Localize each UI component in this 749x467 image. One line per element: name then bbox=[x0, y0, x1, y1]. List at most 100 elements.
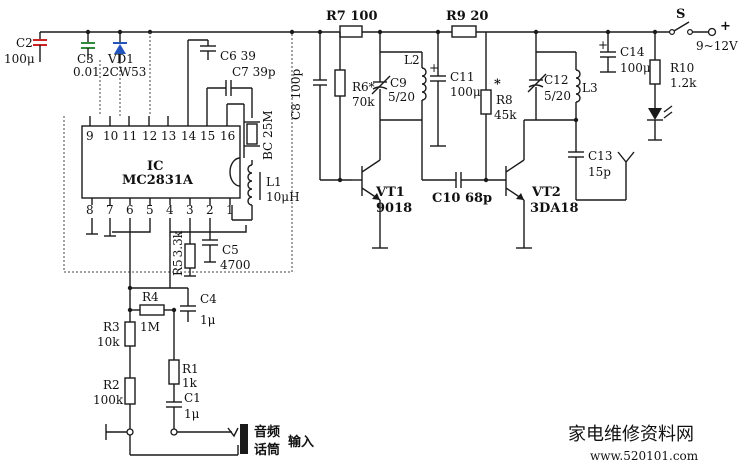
transistor-vt1: VT1 9018 bbox=[352, 120, 412, 249]
c10-label: C10 68p bbox=[432, 191, 492, 206]
svg-text:7: 7 bbox=[106, 203, 114, 217]
c9-value: 5/20 bbox=[388, 90, 415, 104]
r10-ref: R10 bbox=[670, 61, 694, 75]
vd1-value: 2CW53 bbox=[102, 65, 146, 79]
capacitor-c8: C8 100p bbox=[289, 68, 327, 120]
inductor-l3: L3 bbox=[575, 52, 598, 120]
capacitor-c5: C5 4700 bbox=[202, 218, 251, 272]
r4-value: 1M bbox=[140, 320, 160, 334]
svg-text:5: 5 bbox=[146, 203, 154, 217]
r10-value: 1.2k bbox=[670, 76, 697, 90]
r5-label: R53.3k bbox=[171, 230, 185, 276]
capacitor-c6: C6 39 bbox=[188, 39, 256, 63]
supply-voltage: 9~12V bbox=[696, 39, 738, 53]
capacitor-c2: C2 100μ bbox=[4, 32, 47, 66]
input-label: 输入 bbox=[288, 434, 314, 450]
c14-value: 100μ bbox=[620, 61, 651, 75]
svg-text:8: 8 bbox=[86, 203, 94, 217]
crystal-bc: BC 25M bbox=[226, 103, 275, 160]
vt2-value: 3DA18 bbox=[530, 201, 579, 216]
c12-ref: C12 bbox=[544, 73, 568, 87]
input-audio-label: 音频 bbox=[254, 424, 280, 440]
l2-ref: L2 bbox=[404, 53, 420, 67]
inductor-l2: L2 bbox=[404, 52, 427, 120]
input-mic-label: 话筒 bbox=[254, 442, 280, 458]
inductor-l1: L1 10μH bbox=[231, 160, 300, 221]
trimmer-c12: C12 5/20 bbox=[527, 52, 571, 120]
svg-text:16: 16 bbox=[220, 129, 235, 143]
trimmer-c9: C9 5/20 bbox=[371, 52, 415, 120]
ic-mc2831a: 9 10 11 12 13 14 15 16 IC MC2831A 8 7 6 … bbox=[81, 40, 241, 217]
supply-sign: + bbox=[720, 19, 731, 34]
svg-text:14: 14 bbox=[181, 129, 197, 143]
ic-name: IC bbox=[147, 159, 163, 174]
c7-label: C7 39p bbox=[232, 65, 276, 79]
c9-ref: C9 bbox=[390, 76, 407, 90]
svg-text:+: + bbox=[429, 61, 439, 75]
c2-value: 100μ bbox=[4, 52, 35, 66]
antenna bbox=[617, 151, 635, 200]
resistor-r10: R10 1.2k bbox=[649, 32, 697, 108]
c11-ref: C11 bbox=[450, 70, 474, 84]
vt1-ref: VT1 bbox=[375, 185, 405, 200]
svg-text:+: + bbox=[598, 38, 608, 52]
r3-ref: R3 bbox=[103, 320, 120, 334]
capacitor-c4: C4 1μ bbox=[180, 288, 217, 327]
svg-text:2: 2 bbox=[206, 203, 214, 217]
capacitor-c14: + C14 100μ bbox=[598, 32, 651, 75]
svg-text:11: 11 bbox=[122, 129, 137, 143]
svg-text:15: 15 bbox=[200, 129, 215, 143]
c13-ref: C13 bbox=[588, 149, 612, 163]
watermark-url: www.520101.com bbox=[590, 449, 699, 463]
input-jack: 音频 话筒 输入 bbox=[105, 424, 314, 458]
c3-ref: C3 bbox=[77, 52, 94, 66]
resistor-r9: R9 20 bbox=[446, 9, 488, 38]
watermark-title: 家电维修资料网 bbox=[568, 424, 694, 445]
vd1-ref: VD1 bbox=[107, 52, 134, 66]
capacitor-c7: C7 39p bbox=[206, 65, 276, 118]
svg-text:1: 1 bbox=[226, 203, 234, 217]
c1-value: 1μ bbox=[184, 407, 200, 421]
svg-text:9: 9 bbox=[86, 129, 94, 143]
switch-s-label: S bbox=[676, 7, 685, 22]
c2-ref: C2 bbox=[16, 36, 33, 50]
r3-value: 10k bbox=[97, 335, 120, 349]
supply-terminal: + 9~12V bbox=[696, 19, 738, 53]
svg-text:10: 10 bbox=[103, 129, 118, 143]
resistor-r6: R6* 70k bbox=[334, 32, 375, 178]
resistor-r4: R4 1M bbox=[129, 218, 174, 334]
transistor-vt2: VT2 3DA18 bbox=[505, 120, 579, 249]
resistor-r5: R53.3k bbox=[171, 218, 196, 277]
ic-part: MC2831A bbox=[122, 173, 194, 188]
resistor-r2: R2 100k bbox=[93, 377, 136, 432]
capacitor-c3: C3 0.01 bbox=[73, 32, 100, 79]
switch-s: S bbox=[668, 7, 693, 36]
zener-vd1: VD1 2CW53 bbox=[102, 32, 146, 79]
led-indicator bbox=[647, 105, 673, 141]
r8-value: 45k bbox=[494, 108, 517, 122]
vt2-ref: VT2 bbox=[531, 185, 561, 200]
vt1-value: 9018 bbox=[376, 201, 412, 216]
ic-bottom-pins: 8 7 6 5 4 3 2 1 bbox=[86, 198, 234, 217]
c8-label: C8 100p bbox=[289, 68, 303, 120]
c4-ref: C4 bbox=[200, 292, 217, 306]
svg-text:6: 6 bbox=[126, 203, 134, 217]
c12-value: 5/20 bbox=[544, 89, 571, 103]
c11-value: 100μ bbox=[450, 85, 481, 99]
c14-ref: C14 bbox=[620, 45, 645, 59]
r1-ref: R1 bbox=[182, 362, 199, 376]
svg-text:4: 4 bbox=[166, 203, 174, 217]
resistor-r3: R3 10k bbox=[97, 320, 136, 378]
r8-ref: R8 bbox=[496, 93, 513, 107]
r1-value: 1k bbox=[182, 376, 198, 390]
r2-ref: R2 bbox=[103, 378, 120, 392]
l1-ref: L1 bbox=[266, 175, 282, 189]
capacitor-c13: C13 15p bbox=[568, 120, 626, 201]
l3-ref: L3 bbox=[582, 81, 598, 95]
c1-ref: C1 bbox=[184, 391, 201, 405]
resistor-r1: R1 1k bbox=[168, 359, 199, 402]
resistor-r8: * R8 45k bbox=[480, 32, 517, 180]
capacitor-c11: + C11 100μ bbox=[429, 32, 481, 147]
bc-label: BC 25M bbox=[261, 110, 275, 160]
